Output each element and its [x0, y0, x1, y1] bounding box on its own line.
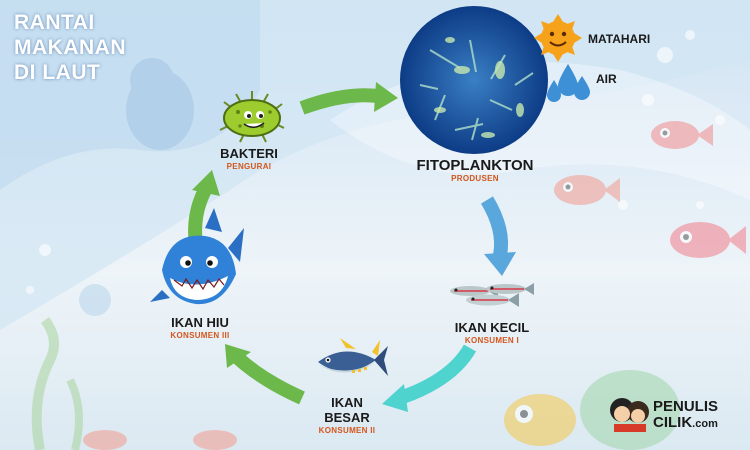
penulis-cilik-logo-icon [610, 398, 649, 432]
logo-suffix-text: .com [692, 418, 718, 430]
ikan-besar-name-line-2: BESAR [324, 410, 370, 425]
arrow-ikan-besar-to-ikan-hiu [233, 352, 305, 405]
sun-label: MATAHARI [588, 32, 651, 46]
diagram-title: RANTAI MAKANAN DI LAUT [14, 10, 126, 85]
phytoplankton-image [400, 6, 548, 154]
fitoplankton-name: FITOPLANKTON [416, 157, 534, 174]
node-ikan-besar: IKAN BESAR KONSUMEN II [319, 395, 376, 436]
arrow-fitoplankton-to-ikan-kecil [480, 196, 509, 257]
fitoplankton-role: PRODUSEN [451, 174, 499, 183]
bacteria-icon [219, 91, 285, 143]
node-bakteri: BAKTERI PENGURAI [220, 146, 278, 172]
bakteri-name: BAKTERI [220, 146, 278, 161]
big-fish-icon [318, 338, 388, 376]
shark-icon [150, 208, 244, 305]
title-line-2: MAKANAN [14, 36, 126, 59]
water-drops-icon [547, 64, 590, 102]
ikan-kecil-role: KONSUMEN I [464, 336, 520, 345]
node-fitoplankton: FITOPLANKTON PRODUSEN [417, 158, 534, 184]
water-label: AIR [596, 72, 617, 86]
ikan-kecil-name: IKAN KECIL [454, 320, 530, 335]
ikan-besar-role: KONSUMEN II [318, 426, 376, 435]
ikan-hiu-name: IKAN HIU [171, 315, 229, 330]
node-ikan-kecil: IKAN KECIL KONSUMEN I [455, 320, 529, 346]
arrow-bakteri-to-fitoplankton [299, 88, 379, 115]
ikan-hiu-role: KONSUMEN III [170, 331, 230, 340]
sun-icon [534, 14, 582, 62]
title-line-1: RANTAI [14, 11, 95, 34]
logo-line-1: PENULIS [653, 398, 719, 415]
arrow-ikan-kecil-to-ikan-besar [397, 344, 477, 405]
node-ikan-hiu: IKAN HIU KONSUMEN III [170, 315, 229, 341]
title-line-3: DI LAUT [14, 61, 101, 84]
ikan-besar-name-line-1: IKAN [331, 395, 363, 410]
small-fish-icon [450, 283, 534, 307]
logo-line-2: CILIK.com [653, 415, 718, 432]
logo-cilik-text: CILIK [653, 414, 693, 431]
bakteri-role: PENGURAI [226, 162, 272, 171]
